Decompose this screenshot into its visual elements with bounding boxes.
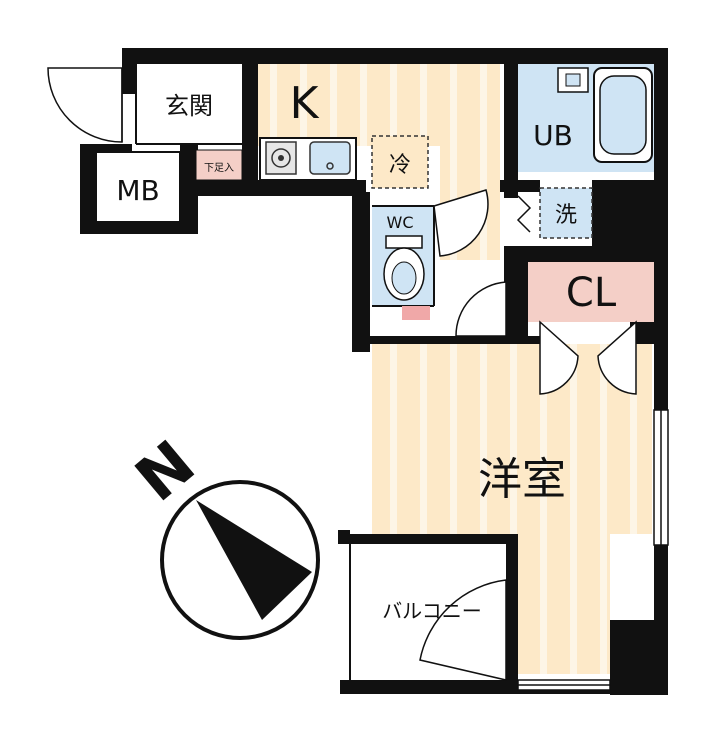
shoe-storage [195,149,243,181]
bathtub-icon [593,67,653,163]
closet-doors [539,320,637,395]
toilet-icon [383,235,430,320]
entrance-floor [136,64,242,144]
shoe-storage-label: 下足入 [204,162,234,174]
toilet-label: WC [387,213,414,232]
closet-floor [528,262,654,322]
entrance-label: 玄関 [165,92,213,120]
meter-box-label: MB [116,174,159,207]
kitchen-floor [258,64,500,146]
western-room-floor-lower [518,534,610,674]
closet-label: CL [566,270,617,316]
sink-icon [309,141,351,175]
window [653,409,669,546]
fridge-label: 冷 [389,153,411,178]
fridge-space [371,135,429,189]
balcony-window [517,679,611,691]
balcony-door [419,579,507,681]
bath-door [516,195,532,233]
entrance-door [47,67,123,143]
room-door [455,281,507,337]
walls [80,48,668,695]
toilet-door [433,189,489,257]
washer-space [539,187,593,239]
kitchen-label: K [290,78,320,129]
unit-bath-label: UB [533,119,573,152]
bath-sink-icon [557,67,589,93]
washer-label: 洗 [555,203,577,228]
kitchen-counter [259,137,357,181]
balcony-label: バルコニー [382,599,482,623]
western-room-label: 洋室 [478,454,566,505]
compass-icon: N [122,426,320,640]
